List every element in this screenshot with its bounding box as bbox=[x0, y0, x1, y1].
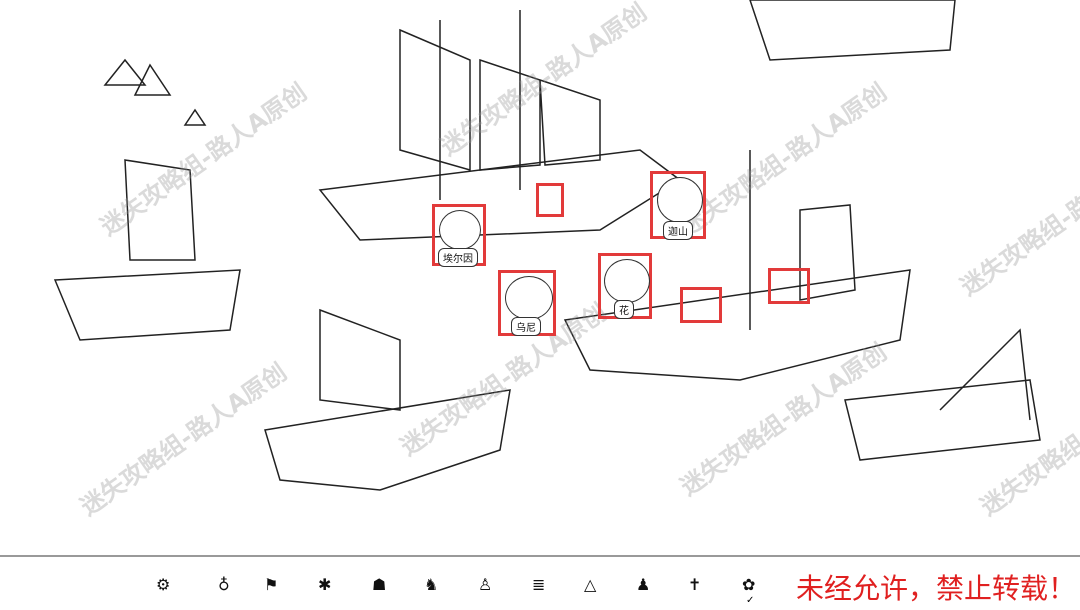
target-highlight[interactable]: 埃尔因 bbox=[432, 204, 486, 267]
repost-notice: 未经允许，禁止转载！ bbox=[795, 572, 1076, 605]
target-bubble bbox=[657, 177, 703, 223]
folk-flag-icon[interactable]: ⚑ bbox=[264, 575, 279, 594]
folk-sliding-icon[interactable]: ☗ bbox=[372, 575, 387, 594]
gear-icon[interactable]: ⚙ bbox=[156, 575, 171, 594]
ship-top-right bbox=[749, 0, 956, 61]
game-scene[interactable]: 迷失攻略组-路人A原创 迷失攻略组-路人A原创 迷失攻略组-路人A原创 迷失攻略… bbox=[0, 0, 1080, 555]
folk-falling-icon[interactable]: ✱ bbox=[318, 575, 332, 594]
folk-running-icon[interactable]: ♞ bbox=[424, 575, 439, 594]
target-highlight[interactable]: 花 bbox=[598, 253, 652, 319]
target-bubble bbox=[439, 210, 481, 250]
wreck-right bbox=[844, 328, 1041, 461]
found-check: ✓ bbox=[746, 595, 755, 606]
ship-left bbox=[53, 159, 241, 341]
found-highlight[interactable] bbox=[680, 287, 722, 323]
folk-arms-out-icon[interactable]: ✝ bbox=[688, 575, 702, 594]
rocks bbox=[103, 58, 207, 126]
target-bubble bbox=[505, 276, 553, 320]
bulb-icon[interactable]: ♁ bbox=[218, 575, 230, 594]
ship-top-left bbox=[318, 10, 682, 241]
target-label: 花 bbox=[614, 300, 634, 319]
target-highlight[interactable]: 迦山 bbox=[650, 171, 706, 240]
folk-standing-icon[interactable]: ♟ bbox=[636, 575, 651, 594]
rock-icon[interactable]: △ bbox=[584, 575, 597, 594]
found-highlight[interactable] bbox=[536, 183, 564, 217]
flower-icon[interactable]: ✿ bbox=[742, 575, 756, 594]
target-highlight[interactable]: 乌尼 bbox=[498, 270, 556, 336]
target-label: 迦山 bbox=[663, 221, 693, 240]
ship-bottom-left bbox=[264, 308, 511, 491]
target-label: 乌尼 bbox=[511, 317, 541, 336]
wood-pile-icon[interactable]: ≣ bbox=[532, 575, 546, 594]
target-toolbar: ⚙ ♁ ⚑ ✱ ☗ ♞ ♙ ≣ △ ♟ ✝ ✿ ✓ 未经允许，禁止转载！ bbox=[0, 555, 1080, 610]
target-bubble bbox=[604, 259, 650, 303]
folk-hooded-icon[interactable]: ♙ bbox=[478, 575, 493, 594]
ships-illustration bbox=[53, 0, 1041, 491]
found-highlight[interactable] bbox=[768, 268, 810, 304]
target-label: 埃尔因 bbox=[438, 248, 478, 267]
